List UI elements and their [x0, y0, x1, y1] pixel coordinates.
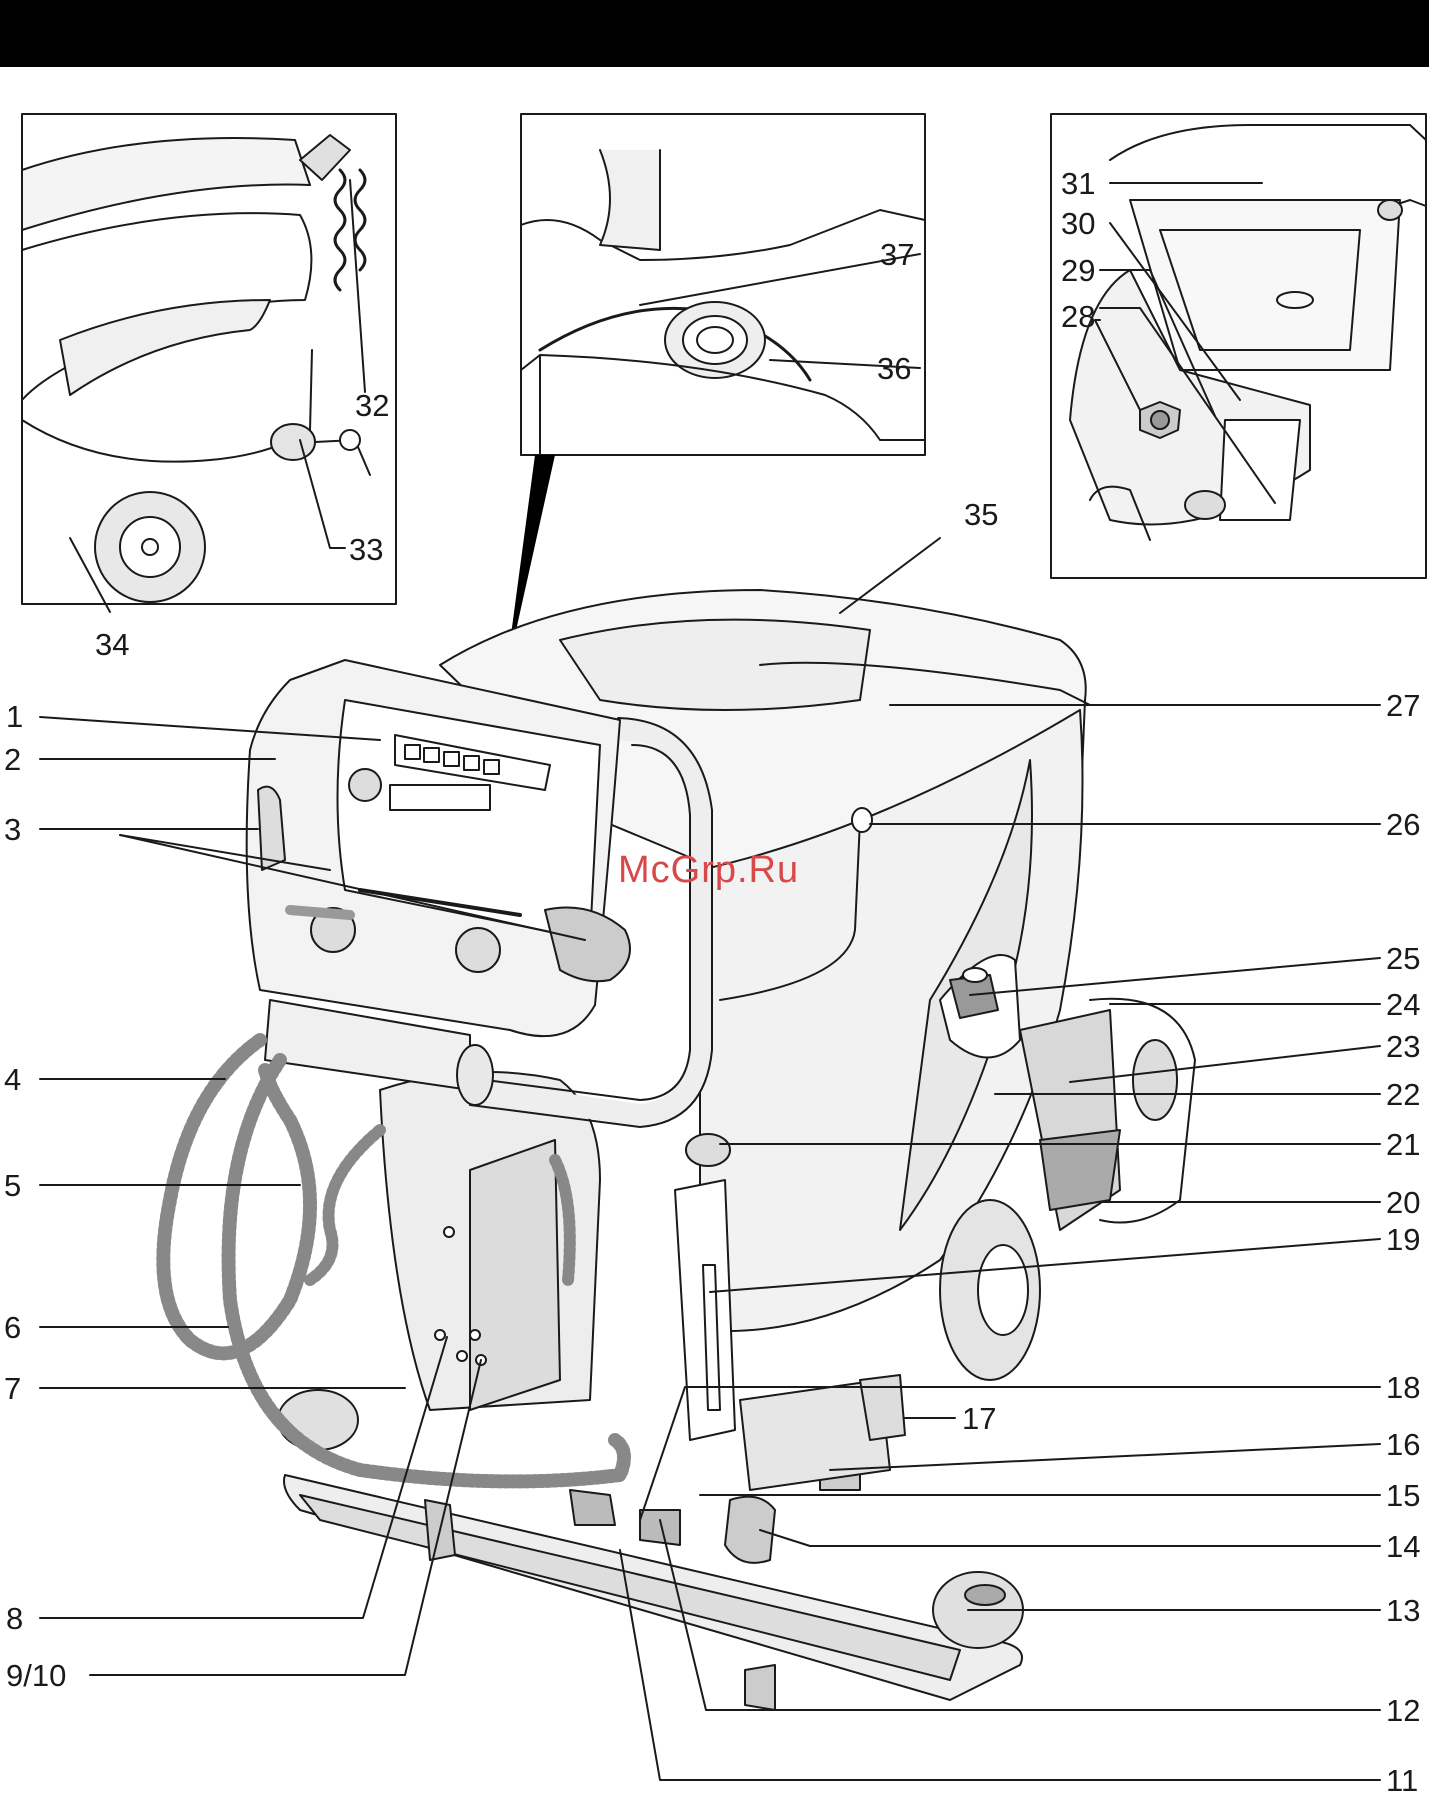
watermark: McGrp.Ru — [618, 849, 799, 892]
callout-11: 11 — [1386, 1765, 1418, 1796]
callout-28: 28 — [1061, 301, 1095, 332]
callout-5: 5 — [4, 1170, 21, 1201]
callout-37: 37 — [880, 239, 914, 270]
callout-17: 17 — [962, 1403, 996, 1434]
callout-33: 33 — [349, 534, 383, 565]
callout-7: 7 — [4, 1373, 21, 1404]
callout-25: 25 — [1386, 943, 1420, 974]
callout-27: 27 — [1386, 690, 1420, 721]
callout-9-10: 9/10 — [6, 1660, 66, 1691]
callout-14: 14 — [1386, 1531, 1420, 1562]
callout-34: 34 — [95, 629, 129, 660]
callout-22: 22 — [1386, 1079, 1420, 1110]
callout-1: 1 — [6, 701, 23, 732]
callout-31: 31 — [1061, 168, 1095, 199]
callout-4: 4 — [4, 1064, 21, 1095]
callout-3: 3 — [4, 814, 21, 845]
callout-32: 32 — [355, 390, 389, 421]
callout-19: 19 — [1386, 1224, 1420, 1255]
callout-6: 6 — [4, 1312, 21, 1343]
inset-center — [521, 114, 925, 455]
callout-18: 18 — [1386, 1372, 1420, 1403]
callout-21: 21 — [1386, 1129, 1420, 1160]
machine-body — [247, 590, 1195, 1710]
callout-30: 30 — [1061, 208, 1095, 239]
callout-36: 36 — [877, 353, 911, 384]
callout-16: 16 — [1386, 1429, 1420, 1460]
callout-13: 13 — [1386, 1595, 1420, 1626]
callout-26: 26 — [1386, 809, 1420, 840]
callout-24: 24 — [1386, 989, 1420, 1020]
callout-23: 23 — [1386, 1031, 1420, 1062]
callout-15: 15 — [1386, 1480, 1420, 1511]
callout-12: 12 — [1386, 1695, 1420, 1726]
inset-left — [22, 114, 396, 604]
callout-2: 2 — [4, 744, 21, 775]
callout-8: 8 — [6, 1603, 23, 1634]
callout-20: 20 — [1386, 1187, 1420, 1218]
callout-29: 29 — [1061, 255, 1095, 286]
callout-35: 35 — [964, 499, 998, 530]
